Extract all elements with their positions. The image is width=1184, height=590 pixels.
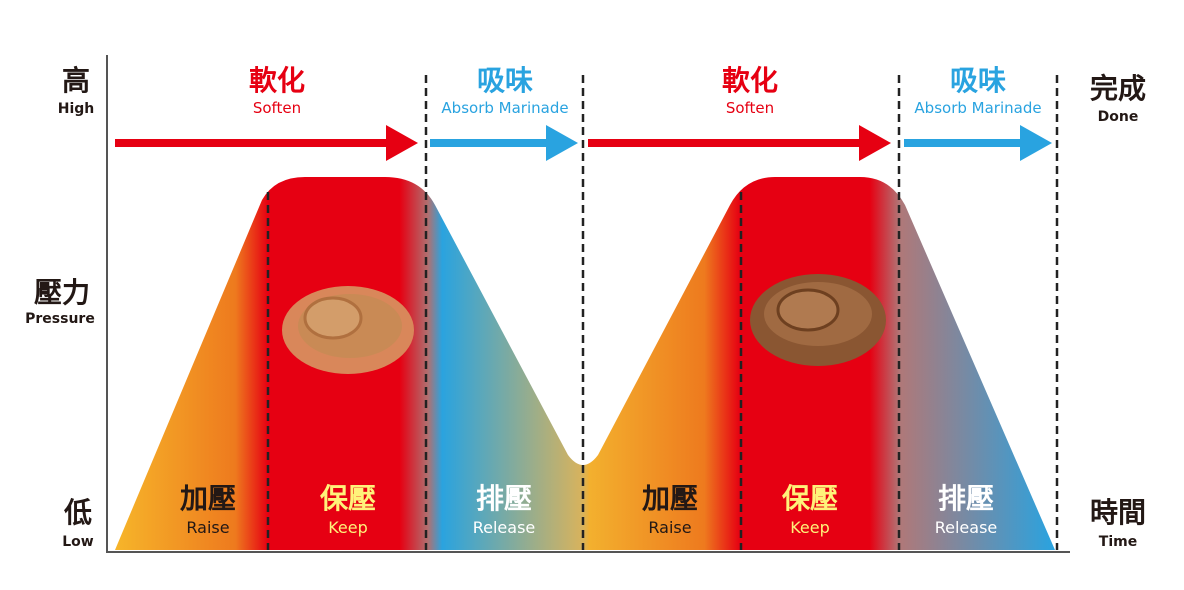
phase-dividers bbox=[266, 75, 1059, 550]
stage-release-en: Release bbox=[935, 518, 998, 537]
pressure-curve bbox=[115, 177, 1055, 550]
stage-release-zh: 排壓 bbox=[476, 482, 532, 515]
label-high-zh: 高 bbox=[62, 64, 90, 97]
abalone-image-dark bbox=[750, 274, 886, 366]
phase-absorb-en: Absorb Marinade bbox=[914, 99, 1041, 117]
stage-keep-en: Keep bbox=[328, 518, 368, 537]
stage-raise-en: Raise bbox=[186, 518, 229, 537]
stage-release-zh: 排壓 bbox=[938, 482, 994, 515]
label-done-en: Done bbox=[1098, 109, 1139, 125]
stage-raise-zh: 加壓 bbox=[180, 482, 236, 515]
phase-absorb-zh: 吸味 bbox=[477, 64, 533, 97]
phase-soften-zh: 軟化 bbox=[722, 64, 778, 97]
label-low-en: Low bbox=[62, 534, 94, 550]
stage-keep-zh: 保壓 bbox=[782, 482, 838, 515]
stage-keep-en: Keep bbox=[790, 518, 830, 537]
phase-absorb-zh: 吸味 bbox=[950, 64, 1006, 97]
label-time-en: Time bbox=[1099, 534, 1137, 550]
phase-soften-en: Soften bbox=[726, 99, 774, 117]
arrow-absorb-2 bbox=[904, 125, 1052, 161]
phase-soften-zh: 軟化 bbox=[249, 64, 305, 97]
stage-keep-zh: 保壓 bbox=[320, 482, 376, 515]
label-done-zh: 完成 bbox=[1090, 72, 1146, 105]
arrow-soften-2 bbox=[588, 125, 891, 161]
arrow-soften-1 bbox=[115, 125, 418, 161]
label-time-zh: 時間 bbox=[1090, 496, 1146, 529]
stage-release-en: Release bbox=[473, 518, 536, 537]
label-pressure-zh: 壓力 bbox=[34, 276, 90, 309]
label-pressure-en: Pressure bbox=[25, 311, 95, 327]
stage-raise-zh: 加壓 bbox=[642, 482, 698, 515]
phase-soften-en: Soften bbox=[253, 99, 301, 117]
arrow-absorb-1 bbox=[430, 125, 578, 161]
abalone-image-light bbox=[282, 286, 414, 374]
label-low-zh: 低 bbox=[63, 496, 92, 529]
stage-raise-en: Raise bbox=[648, 518, 691, 537]
label-high-en: High bbox=[58, 101, 95, 117]
phase-absorb-en: Absorb Marinade bbox=[441, 99, 568, 117]
